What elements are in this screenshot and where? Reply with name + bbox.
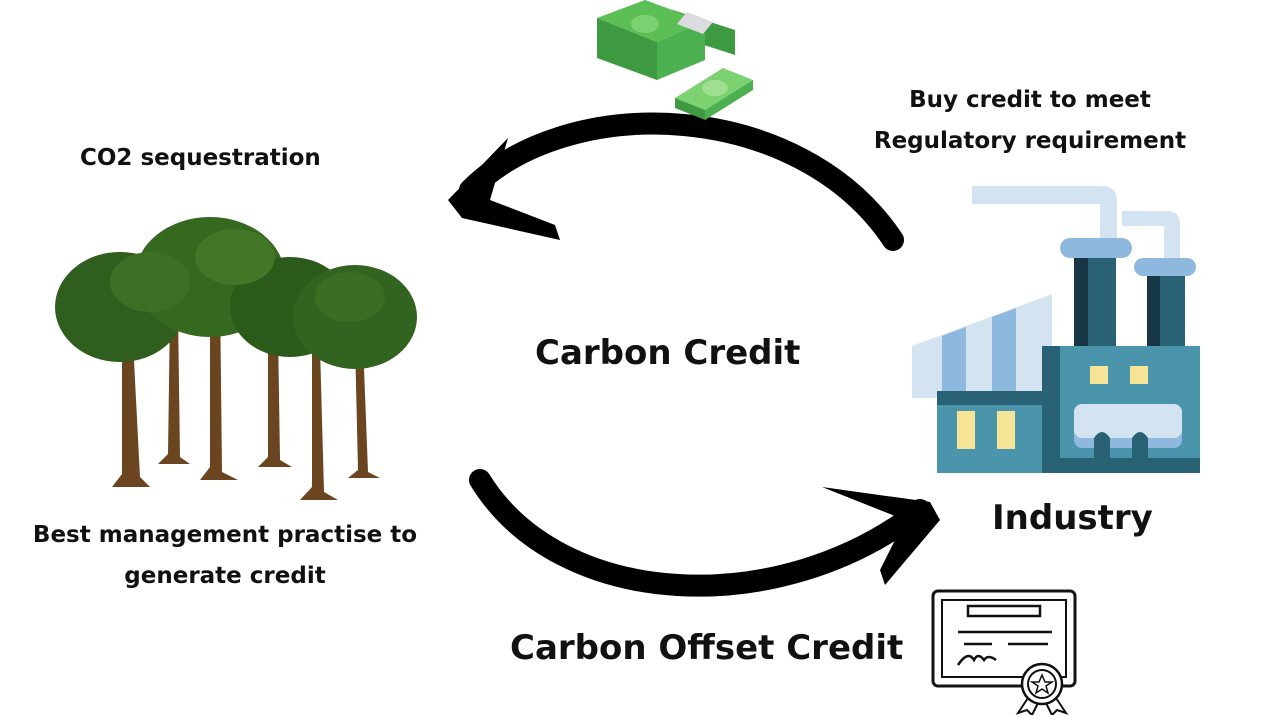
- factory-icon: [912, 186, 1200, 473]
- trees-icon: [55, 217, 417, 500]
- co2-sequestration-label: CO2 sequestration: [80, 145, 321, 171]
- top-arrow-head: [448, 138, 560, 240]
- carbon-offset-credit-label: Carbon Offset Credit: [510, 628, 904, 668]
- best-practise-line2: generate credit: [124, 563, 326, 589]
- certificate-icon: [931, 589, 1077, 715]
- best-practise-label: Best management practise to generate cre…: [10, 515, 440, 597]
- buy-credit-line2: Regulatory requirement: [873, 128, 1187, 154]
- buy-credit-line1: Buy credit to meet: [909, 87, 1151, 113]
- industry-label: Industry: [992, 498, 1153, 538]
- buy-credit-label: Buy credit to meet Regulatory requiremen…: [850, 80, 1210, 162]
- bottom-arrow-shaft: [469, 469, 931, 597]
- money-stack-icon: [597, 0, 753, 120]
- top-arrow-shaft: [459, 112, 904, 251]
- carbon-credit-title: Carbon Credit: [535, 333, 801, 373]
- bottom-arrow-head: [822, 487, 940, 585]
- best-practise-line1: Best management practise to: [32, 522, 418, 548]
